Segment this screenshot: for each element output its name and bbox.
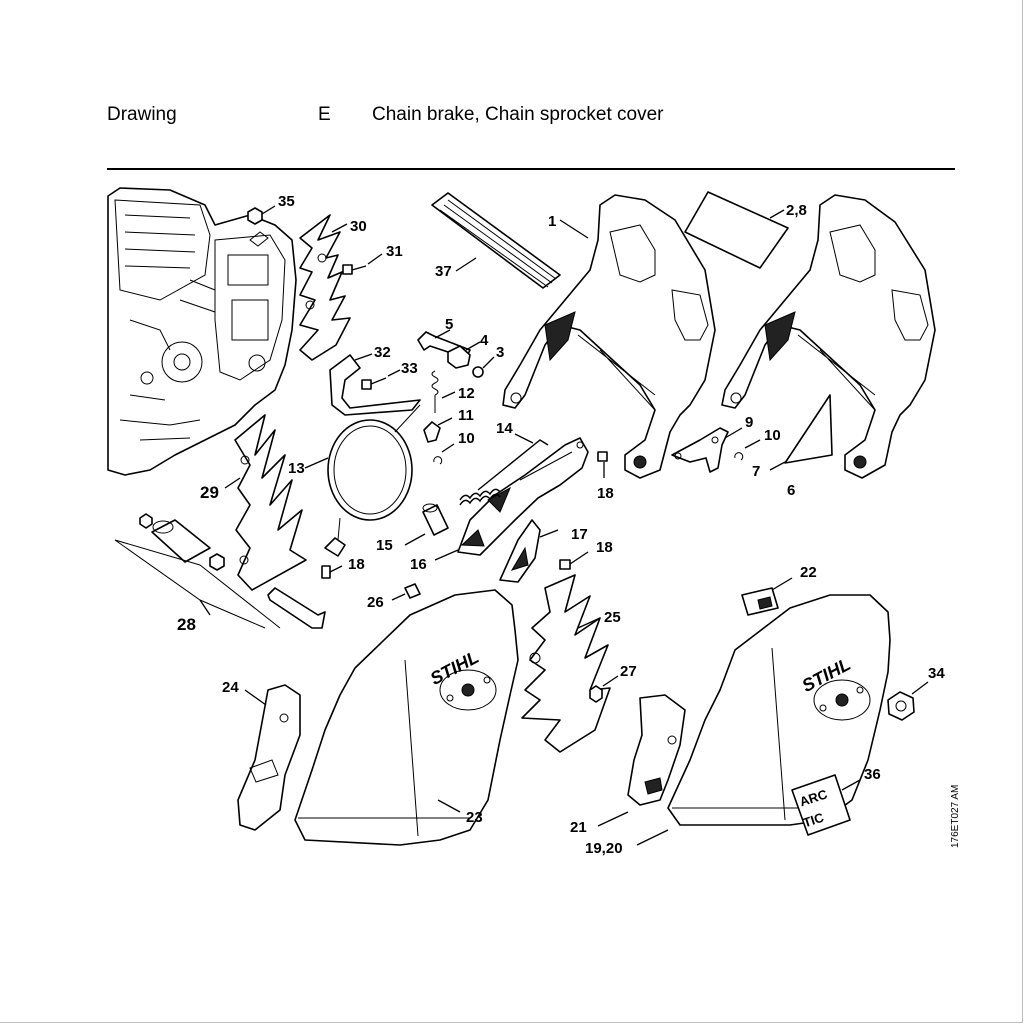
part-34-nut: [887, 681, 929, 721]
callout-2-8: 2,8: [786, 202, 807, 219]
callout-28: 28: [177, 615, 196, 634]
callout-3: 3: [496, 344, 504, 361]
part-29-bumper-spike: [224, 414, 307, 591]
callout-7: 7: [752, 463, 760, 480]
callout-14: 14: [496, 420, 513, 437]
callout-15: 15: [376, 537, 393, 554]
part-35-nut: [247, 205, 276, 225]
callout-32: 32: [374, 344, 391, 361]
callout-5: 5: [445, 316, 453, 333]
part-36-arctic-decal: ARC TIC: [791, 774, 861, 836]
part-37-decal: [431, 192, 561, 289]
part-15-spring: [459, 488, 501, 506]
part-15-sleeve: [404, 503, 449, 546]
callout-36: 36: [864, 766, 881, 783]
part-14-wire: [477, 433, 549, 491]
header-rule: [107, 168, 955, 170]
callout-30: 30: [350, 218, 367, 235]
part-32-bracket: [329, 353, 421, 416]
callout-labels: 35 30 31 37 1 2,8 5 4 3 32 33 12 11 10 1…: [177, 193, 945, 857]
part-2-8-decal: [684, 191, 789, 269]
arctic-line-2: TIC: [801, 809, 826, 830]
part-30-bumper-spike: [299, 214, 351, 361]
part-11-pin: [423, 417, 453, 443]
callout-1: 1: [548, 213, 556, 230]
callout-17: 17: [571, 526, 588, 543]
callout-31: 31: [386, 243, 403, 260]
part-9-lever: [671, 427, 743, 473]
callout-18-b: 18: [348, 556, 365, 573]
part-18-screw-a: [597, 451, 608, 478]
part-12-spring: [431, 370, 456, 413]
part-3-nut: [472, 356, 495, 378]
part-26-screw: [391, 583, 421, 601]
part-10-clip-right: [734, 439, 761, 461]
part-23-sprocket-cover: STIHL: [294, 589, 519, 846]
part-27-nut: [589, 675, 619, 703]
callout-27: 27: [620, 663, 637, 680]
part-19-20-sprocket-cover: STIHL: [636, 594, 891, 846]
part-16-brake-lever: [434, 437, 589, 561]
callout-21: 21: [570, 819, 587, 836]
callout-23: 23: [466, 809, 483, 826]
callout-16: 16: [410, 556, 427, 573]
callout-34: 34: [928, 665, 945, 682]
callout-12: 12: [458, 385, 475, 402]
part-13-brake-band: [304, 404, 421, 557]
callout-18-c: 18: [596, 539, 613, 556]
callout-10-right: 10: [764, 427, 781, 444]
callout-10-left: 10: [458, 430, 475, 447]
part-22-slider: [741, 577, 793, 616]
part-28-set: [114, 513, 326, 629]
part-24-side-plate: [237, 684, 301, 831]
part-25-bumper-spike: [521, 574, 611, 753]
engine-housing: [107, 187, 297, 476]
part-31-screw: [342, 253, 383, 275]
header-label: Drawing: [107, 104, 177, 125]
part-33-screw: [361, 369, 401, 390]
part-10-clip-left: [433, 443, 455, 465]
callout-11: 11: [458, 407, 474, 424]
callout-25: 25: [604, 609, 621, 626]
part-18-screw-b: [321, 565, 343, 579]
callout-37: 37: [435, 263, 452, 280]
callout-26: 26: [367, 594, 384, 611]
callout-33: 33: [401, 360, 418, 377]
part-4-bushing: [447, 341, 481, 369]
callout-24: 24: [222, 679, 239, 696]
callout-18-a: 18: [597, 485, 614, 502]
part-21-side-plate: [597, 694, 686, 827]
part-6-hand-guard: [721, 194, 936, 479]
drawing-code: 176ET027 AM: [950, 785, 961, 848]
callout-29: 29: [200, 483, 219, 502]
part-7-shim: [769, 394, 833, 471]
header-title: Chain brake, Chain sprocket cover: [372, 104, 664, 125]
callout-35: 35: [278, 193, 295, 210]
header-code: E: [318, 104, 331, 125]
part-18-screw-c: [559, 551, 589, 570]
callout-22: 22: [800, 564, 817, 581]
part-17-pawl: [499, 519, 559, 583]
callout-19-20: 19,20: [585, 840, 623, 857]
callout-4: 4: [480, 332, 489, 349]
callout-9: 9: [745, 414, 753, 431]
callout-13: 13: [288, 460, 305, 477]
callout-6: 6: [787, 482, 795, 499]
part-1-hand-guard: [502, 194, 716, 479]
